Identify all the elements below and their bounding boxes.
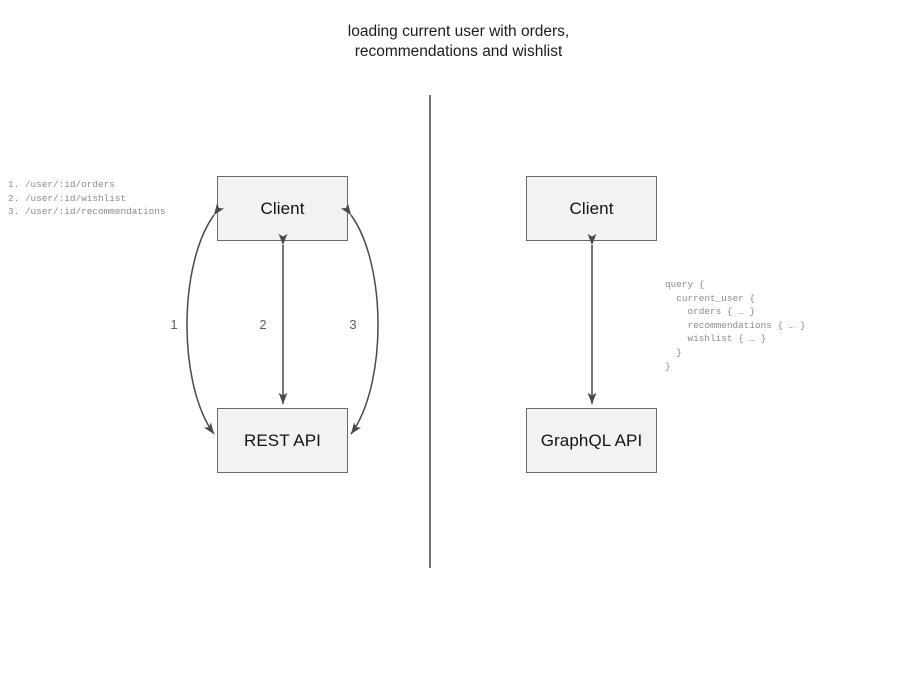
node-graphql-api[interactable]: GraphQL API <box>526 408 657 473</box>
node-client-rest[interactable]: Client <box>217 176 348 241</box>
rest-endpoints-list: 1. /user/:id/orders 2. /user/:id/wishlis… <box>8 179 166 218</box>
arrow-rest-1 <box>186 203 225 435</box>
node-client-graphql-label: Client <box>569 198 614 218</box>
arrow-label-3: 3 <box>349 317 357 332</box>
arrow-label-1: 1 <box>170 317 178 332</box>
diagram-title: loading current user with orders, recomm… <box>347 23 570 60</box>
node-graphql-api-label: GraphQL API <box>540 430 643 450</box>
node-client-rest-label: Client <box>260 198 305 218</box>
panel-divider <box>429 95 431 568</box>
node-rest-api-label: REST API <box>243 430 322 450</box>
node-rest-api[interactable]: REST API <box>217 408 348 473</box>
arrow-label-2: 2 <box>259 317 267 332</box>
node-client-graphql[interactable]: Client <box>526 176 657 241</box>
graphql-query-block: query { current_user { orders { … } reco… <box>665 279 806 372</box>
